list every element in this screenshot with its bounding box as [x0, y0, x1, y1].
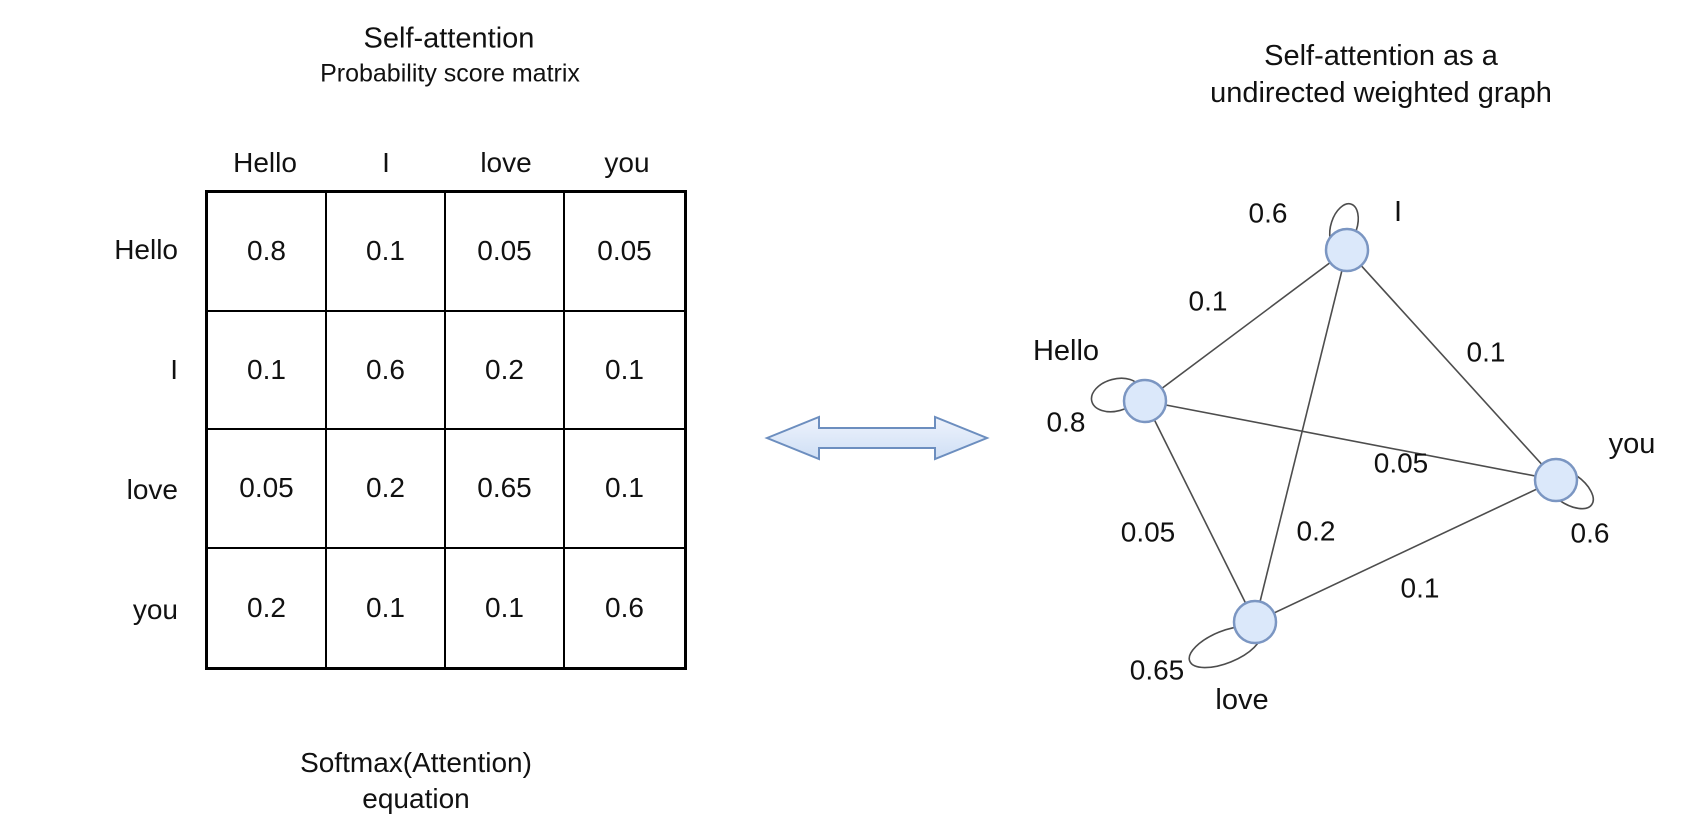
- matrix-cell: 0.1: [327, 548, 446, 667]
- matrix-cell: 0.6: [605, 591, 644, 623]
- column-header-i: I: [382, 147, 390, 178]
- matrix-cell: 0.1: [327, 193, 446, 312]
- graph-edge-i-love: [1254, 249, 1348, 623]
- node-label-you: you: [1609, 428, 1656, 460]
- edge-weight-label: 0.05: [1121, 517, 1176, 548]
- row-label-you: you: [132, 594, 178, 625]
- edge-weight-label: 0.1: [1467, 337, 1506, 368]
- edge-weight-label: 0.1: [1189, 286, 1228, 317]
- right-panel-title-line2: undirected weighted graph: [1210, 77, 1552, 109]
- graph-node-love: [1232, 599, 1278, 645]
- self-loop-weight-label: 0.6: [1249, 198, 1288, 229]
- matrix-cell: 0.8: [208, 193, 327, 312]
- softmax-caption-line1: Softmax(Attention): [300, 747, 532, 778]
- softmax-caption-line2: equation: [362, 783, 470, 814]
- node-label-love: love: [1215, 684, 1268, 716]
- softmax-caption: Softmax(Attention) equation: [300, 745, 532, 817]
- row-label-hello: Hello: [114, 234, 178, 265]
- graph-node-i: [1324, 227, 1370, 273]
- graph-edge-hello-i: [1144, 249, 1348, 402]
- matrix-cell: 0.6: [327, 311, 446, 430]
- matrix-cell: 0.1: [208, 311, 327, 430]
- self-loop-weight-label: 0.65: [1130, 655, 1185, 686]
- probability-matrix-table: 0.8 0.1 0.05 0.05 0.1 0.6 0.2 0.1 0.05 0…: [205, 190, 687, 670]
- node-label-hello: Hello: [1033, 335, 1099, 367]
- double-arrow-icon: [764, 415, 990, 461]
- right-panel-title: Self-attention as a undirected weighted …: [1210, 38, 1552, 112]
- graph-node-hello: [1122, 378, 1168, 424]
- self-loop-weight-label: 0.8: [1047, 407, 1086, 438]
- edge-weight-label: 0.05: [1374, 448, 1429, 479]
- graph-node-you: [1533, 457, 1579, 503]
- column-header-love: love: [480, 147, 532, 178]
- matrix-cell: 0.2: [327, 430, 446, 549]
- matrix-cell: 0.05: [565, 193, 684, 312]
- matrix-cell: 0.1: [446, 548, 565, 667]
- left-panel-title: Self-attention: [363, 22, 535, 55]
- matrix-cell: 0.2: [208, 548, 327, 667]
- column-header-you: you: [604, 147, 650, 178]
- matrix-cell: 0.05: [208, 430, 327, 549]
- matrix-cell: 0.1: [565, 430, 684, 549]
- row-label-love: love: [126, 474, 178, 505]
- node-label-i: I: [1394, 196, 1402, 228]
- column-header-hello: Hello: [233, 147, 297, 178]
- matrix-cell: 0.65: [446, 430, 565, 549]
- edge-weight-label: 0.1: [1401, 573, 1440, 604]
- graph-edge-hello-you: [1144, 400, 1557, 481]
- matrix-cell: 0.2: [446, 311, 565, 430]
- matrix-cell: 0.1: [565, 312, 684, 430]
- graph-edge-i-you: [1346, 249, 1557, 481]
- left-panel-subtitle: Probability score matrix: [320, 59, 580, 88]
- graph-edge-hello-love: [1144, 400, 1256, 623]
- self-loop-weight-label: 0.6: [1571, 518, 1610, 549]
- right-panel-title-line1: Self-attention as a: [1264, 40, 1498, 72]
- row-label-i: I: [170, 354, 178, 385]
- edge-weight-label: 0.2: [1297, 516, 1336, 547]
- graph-edge-love-you: [1254, 479, 1557, 623]
- matrix-cell: 0.05: [446, 193, 565, 312]
